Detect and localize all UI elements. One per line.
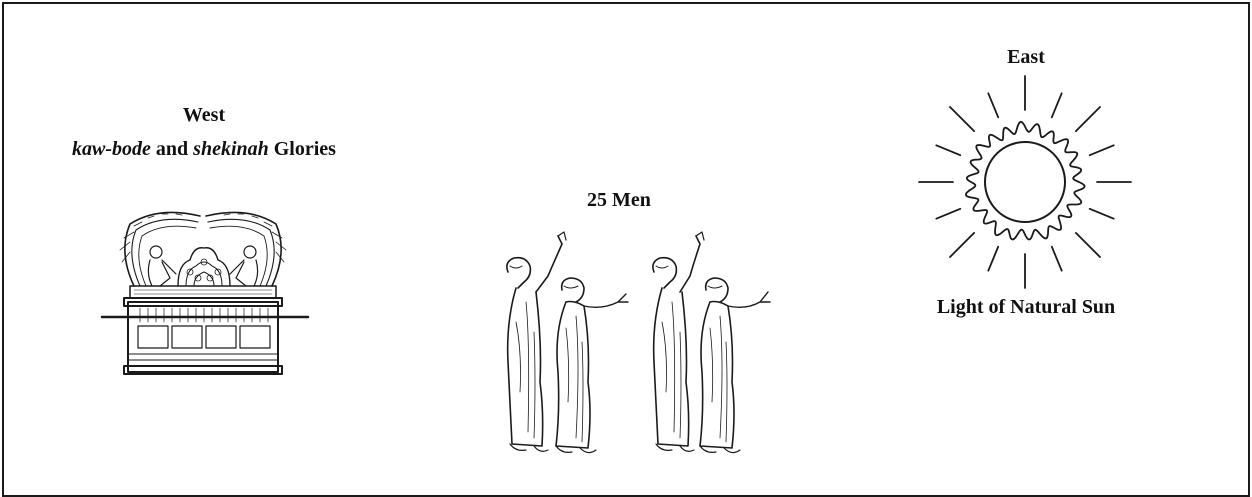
- sun-ray: [1090, 145, 1114, 155]
- sun-rays: [919, 76, 1131, 288]
- man-figure: [556, 278, 628, 453]
- sun-ray: [950, 107, 974, 131]
- sun-ray: [936, 145, 960, 155]
- man-figure: [700, 278, 770, 453]
- sun-ray: [950, 233, 974, 257]
- sun-disc: [985, 142, 1065, 222]
- sun-ray: [1052, 247, 1062, 271]
- west-subtitle-glories: Glories: [269, 138, 336, 160]
- west-subtitle-term-2: shekinah: [193, 138, 269, 160]
- sun-ray: [1052, 93, 1062, 117]
- west-subtitle-term-1: kaw-bode: [72, 138, 151, 160]
- west-title: West: [4, 104, 404, 127]
- sun-ray: [988, 93, 998, 117]
- man-figure: [653, 232, 704, 451]
- west-subtitle: kaw-bode and shekinah Glories: [4, 138, 404, 161]
- east-title: East: [926, 46, 1126, 69]
- sun-icon: [910, 78, 1140, 288]
- sun-ray: [1090, 209, 1114, 219]
- east-subtitle: Light of Natural Sun: [876, 296, 1176, 319]
- worshipping-men-icon: [470, 232, 770, 462]
- men-title: 25 Men: [524, 189, 714, 212]
- west-subtitle-conjunction: and: [151, 138, 193, 160]
- sun-ray: [936, 209, 960, 219]
- sun-ray: [1076, 233, 1100, 257]
- sun-ray: [988, 247, 998, 271]
- ark-of-covenant-icon: [100, 202, 310, 382]
- sun-ray: [1076, 107, 1100, 131]
